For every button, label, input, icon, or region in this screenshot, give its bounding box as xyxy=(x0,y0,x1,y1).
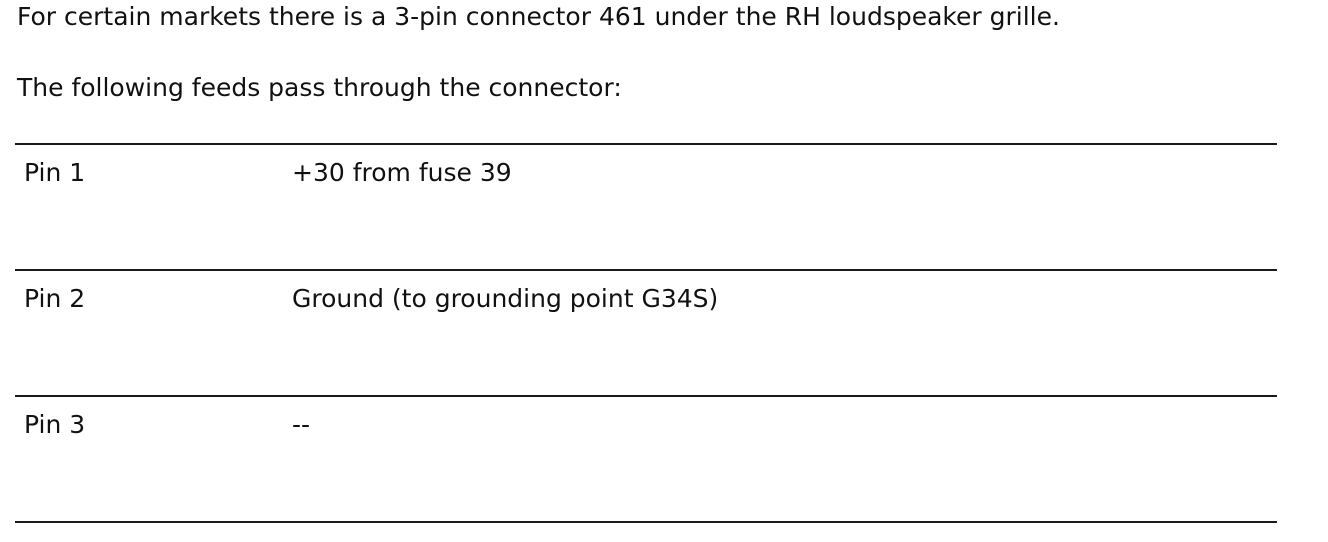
table-rule xyxy=(15,395,1277,397)
lead-paragraph: The following feeds pass through the con… xyxy=(17,73,622,102)
table-rule-bottom xyxy=(15,521,1277,523)
table-rule xyxy=(15,269,1277,271)
pin-label: Pin 1 xyxy=(24,158,86,187)
table-row-pin-2: Pin 2 Ground (to grounding point G34S) xyxy=(15,271,1277,395)
pin-table: Pin 1 +30 from fuse 39 Pin 2 Ground (to … xyxy=(15,143,1277,523)
table-row-pin-1: Pin 1 +30 from fuse 39 xyxy=(15,145,1277,269)
pin-feed: Ground (to grounding point G34S) xyxy=(292,284,719,313)
pin-feed: -- xyxy=(292,410,311,439)
pin-feed: +30 from fuse 39 xyxy=(292,158,512,187)
pin-label: Pin 3 xyxy=(24,410,86,439)
table-rule-top xyxy=(15,143,1277,145)
pin-label: Pin 2 xyxy=(24,284,86,313)
intro-paragraph: For certain markets there is a 3-pin con… xyxy=(17,2,1060,31)
table-row-pin-3: Pin 3 -- xyxy=(15,397,1277,521)
